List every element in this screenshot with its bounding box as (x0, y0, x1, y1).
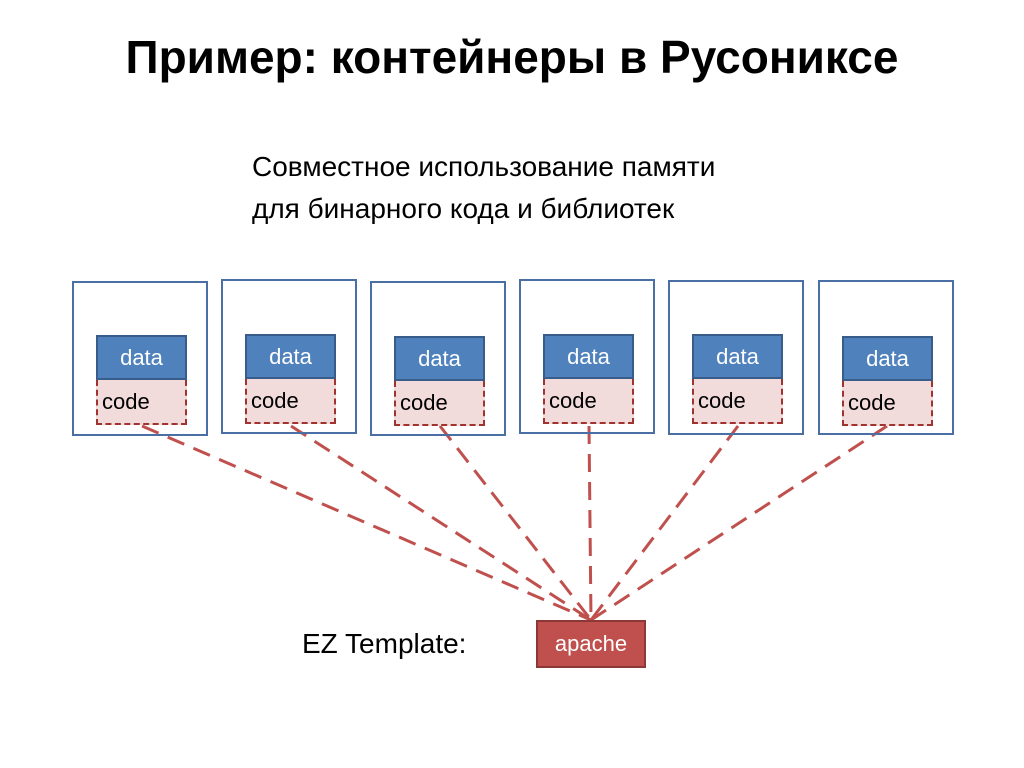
slide-title: Пример: контейнеры в Русониксе (125, 31, 899, 83)
code-block-2: code (245, 379, 336, 424)
link-line-6 (590, 424, 888, 622)
link-line-4 (587, 425, 593, 621)
container-box-6 (818, 280, 954, 435)
container-box-5 (668, 280, 804, 435)
code-block-4: code (543, 379, 634, 424)
subtitle-line-1: Совместное использование памяти (252, 151, 716, 182)
container-box-2 (221, 279, 357, 434)
code-block-6: code (842, 381, 933, 426)
container-box-4 (519, 279, 655, 434)
container-box-3 (370, 281, 506, 436)
data-block-3: data (394, 336, 485, 381)
link-line-5 (589, 425, 740, 621)
data-block-4: data (543, 334, 634, 379)
data-block-6: data (842, 336, 933, 381)
data-block-1: data (96, 335, 187, 380)
container-box-1 (72, 281, 208, 436)
code-block-3: code (394, 381, 485, 426)
link-line-2 (290, 424, 592, 622)
ez-template-label: EZ Template: (302, 628, 467, 659)
code-block-5: code (692, 379, 783, 424)
slide-subtitle: Совместное использование памяти для бина… (252, 146, 715, 230)
link-line-1 (141, 424, 592, 622)
subtitle-line-2: для бинарного кода и библиотек (252, 193, 675, 224)
data-block-5: data (692, 334, 783, 379)
code-block-1: code (96, 380, 187, 425)
link-line-3 (438, 425, 593, 621)
data-block-2: data (245, 334, 336, 379)
apache-template-box: apache (536, 620, 646, 668)
